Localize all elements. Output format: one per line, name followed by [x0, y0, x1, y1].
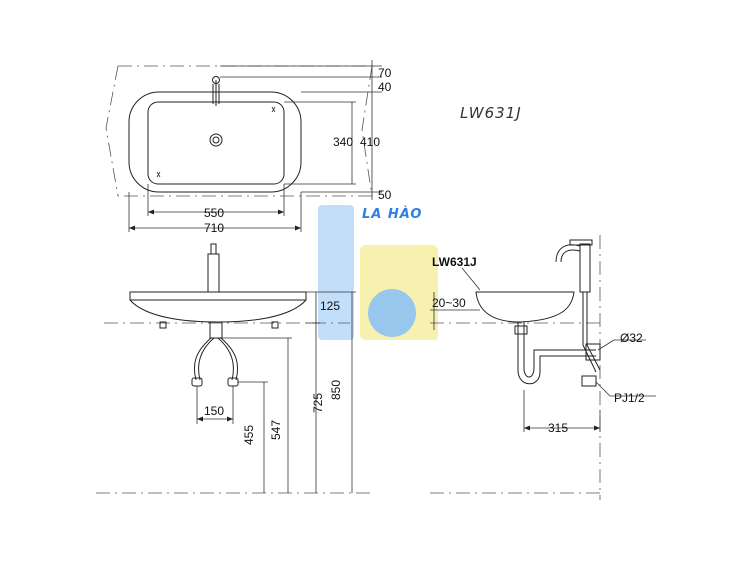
- top-bottom-dims: 550 710: [128, 184, 302, 235]
- dim-phi32: Ø32: [620, 331, 643, 345]
- watermark-logo: LA HÀO: [318, 205, 438, 340]
- front-basin: [129, 291, 307, 323]
- basin-outline-outer: [128, 91, 302, 193]
- dim-70: 70: [378, 66, 392, 80]
- dim-455: 455: [242, 425, 256, 445]
- front-view: 150 455 547 725 850 125: [96, 243, 370, 494]
- dim-20-30: 20~30: [432, 296, 466, 310]
- side-faucet-icon: [579, 243, 591, 293]
- dim-125: 125: [320, 299, 340, 313]
- model-title: LW631J: [460, 104, 522, 122]
- side-model-label: LW631J: [432, 255, 477, 269]
- top-view: 70 40 340 410 50 550 710: [105, 60, 392, 235]
- dim-547: 547: [269, 420, 283, 440]
- dim-410: 410: [360, 135, 380, 149]
- dim-40: 40: [378, 80, 392, 94]
- dim-50: 50: [378, 188, 392, 202]
- dim-550: 550: [204, 206, 224, 220]
- dim-150: 150: [204, 404, 224, 418]
- dim-315: 315: [548, 421, 568, 435]
- dim-850: 850: [329, 380, 343, 400]
- side-basin: [475, 291, 575, 323]
- dim-710: 710: [204, 221, 224, 235]
- dim-340: 340: [333, 135, 353, 149]
- side-view: LW631J 20~30 Ø32 PJ1/2 315: [430, 235, 656, 500]
- watermark-text: LA HÀO: [362, 206, 422, 222]
- dim-pj12: PJ1/2: [614, 391, 645, 405]
- front-faucet-icon: [207, 253, 220, 293]
- dim-725: 725: [311, 393, 325, 413]
- drain-icon: [209, 133, 223, 147]
- top-right-dims: 70 40 340 410 50: [220, 60, 392, 202]
